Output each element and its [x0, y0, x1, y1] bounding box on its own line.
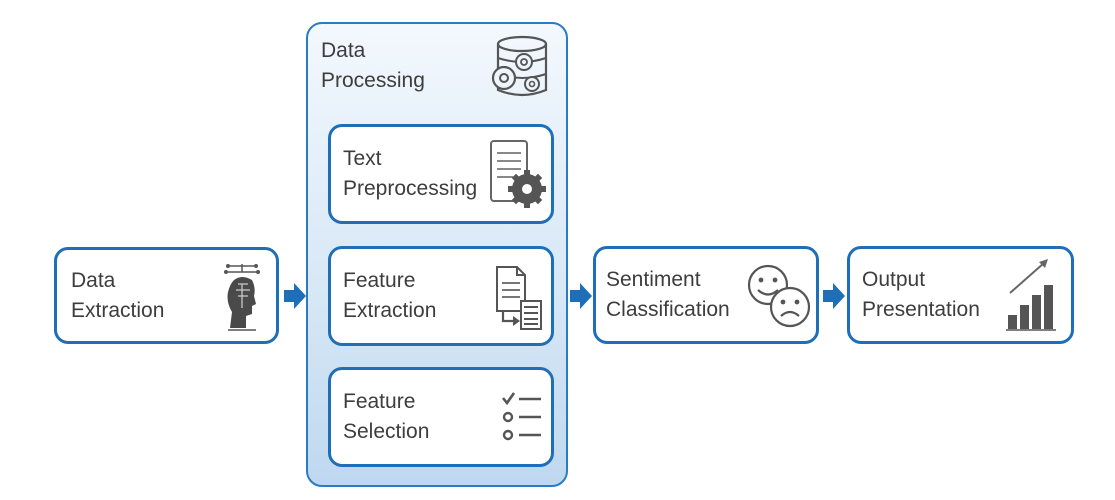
documents-transfer-icon	[496, 266, 542, 330]
document-gear-icon	[490, 140, 546, 208]
arrow-extraction-to-processing	[284, 283, 306, 309]
smiley-faces-icon	[747, 264, 811, 328]
text-preprocessing-box: Text Preprocessing	[328, 124, 554, 224]
feature-extraction-label: Feature Extraction	[343, 269, 437, 322]
feature-extraction-box: Feature Extraction	[328, 246, 554, 346]
feature-selection-label: Feature Selection	[343, 390, 430, 443]
arrow-processing-to-sentiment	[570, 283, 592, 309]
sentiment-classification-label: Sentiment Classification	[606, 268, 730, 321]
data-extraction-label: Data Extraction	[71, 269, 165, 322]
data-extraction-box: Data Extraction	[54, 247, 279, 344]
arrow-sentiment-to-output	[823, 283, 845, 309]
head-circuit-icon	[224, 264, 260, 331]
output-presentation-box: Output Presentation	[847, 246, 1074, 344]
sentiment-classification-box: Sentiment Classification	[593, 246, 819, 344]
output-presentation-label: Output Presentation	[862, 268, 980, 321]
text-preprocessing-label: Text Preprocessing	[343, 147, 478, 200]
feature-selection-box: Feature Selection	[328, 367, 554, 467]
database-gears-icon	[491, 35, 548, 97]
bar-chart-growth-icon	[1006, 259, 1056, 331]
data-processing-label: Data Processing	[321, 39, 425, 92]
data-processing-group: Data Processing Text Preprocessing	[306, 22, 568, 487]
checklist-icon	[501, 392, 541, 441]
